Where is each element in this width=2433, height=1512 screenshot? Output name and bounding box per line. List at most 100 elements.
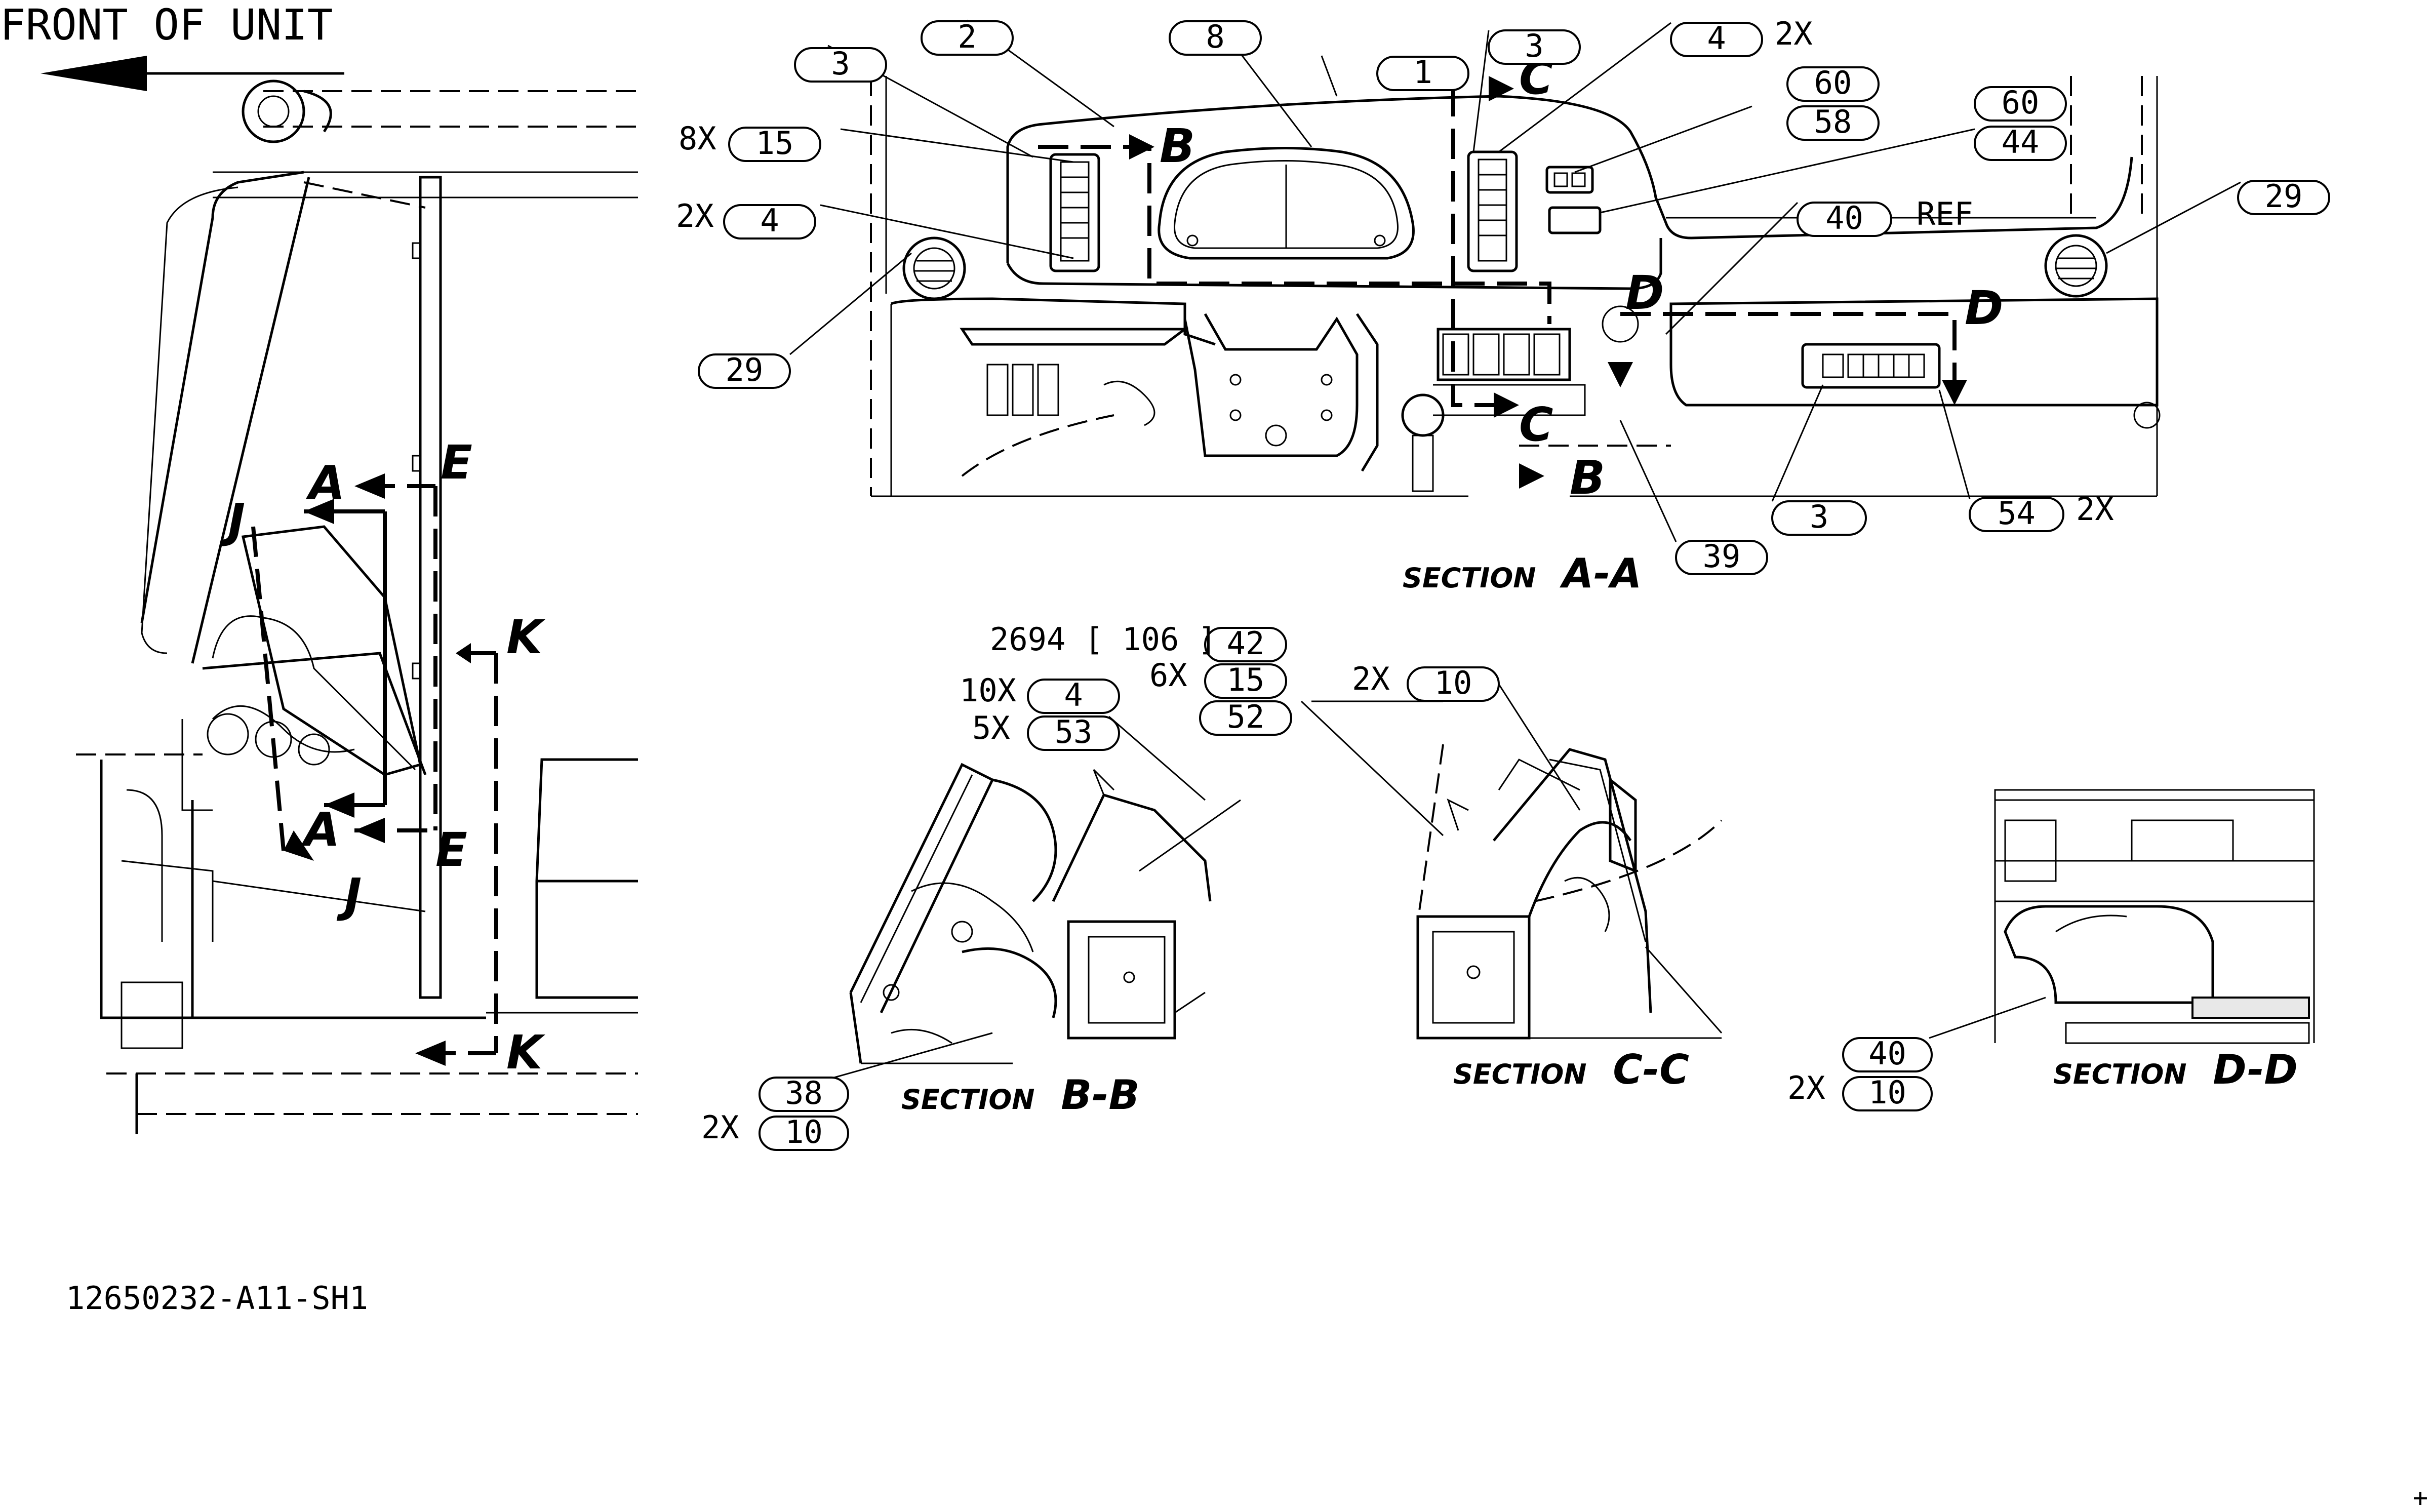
section-letter-k-bottom: K	[506, 1025, 545, 1080]
section-letter-c-aa-bottom: C	[1519, 397, 1553, 452]
balloon-number: 4	[1064, 677, 1083, 713]
balloon-40: 40	[1842, 1035, 1933, 1072]
front-direction-arrow	[41, 56, 344, 91]
balloon-52: 52	[1199, 698, 1292, 736]
balloon-number: 3	[1525, 27, 1543, 64]
section-d-d-word: SECTION	[2053, 1058, 2186, 1090]
balloon-2: 2	[921, 18, 1014, 56]
balloon-quantity: 2X	[1352, 660, 1390, 697]
section-letter-e-top: E	[441, 435, 472, 490]
balloon-number: 39	[1703, 538, 1741, 575]
balloon-outline	[1786, 105, 1880, 141]
balloon-29: 29	[698, 351, 791, 389]
corner-registration-mark: +	[2413, 1483, 2428, 1509]
section-letter-j-top: J	[220, 494, 245, 548]
section-a-a-word: SECTION	[1403, 562, 1536, 594]
balloon-outline	[1199, 700, 1292, 736]
balloon-quantity: 2X	[676, 197, 714, 234]
balloon-outline	[698, 353, 791, 389]
section-b-b-view	[849, 763, 1212, 1064]
balloon-10: 10 2X	[1352, 660, 1500, 702]
section-c-c-view	[1416, 744, 1723, 1040]
balloon-4: 42X	[676, 197, 816, 240]
balloon-suffix: REF	[1917, 195, 1973, 232]
balloon-quantity: 2X	[1775, 15, 1813, 52]
balloon-number: 58	[1814, 103, 1852, 140]
section-letter-a-top: A	[306, 456, 345, 510]
balloon-quantity: 2X	[1787, 1069, 1825, 1106]
balloon-number: 2	[958, 18, 976, 55]
balloon-outline	[1204, 627, 1287, 662]
drawing-number: 12650232-A11-SH1	[66, 1280, 368, 1317]
section-letter-k-top: K	[506, 610, 545, 664]
balloon-60: 60	[1974, 84, 2067, 122]
balloon-number: 10	[1434, 664, 1472, 701]
balloon-outline	[1488, 29, 1581, 65]
balloon-outline	[1842, 1037, 1933, 1072]
balloon-44: 44	[1974, 124, 2067, 161]
balloon-60: 60	[1786, 64, 1880, 102]
balloon-outline	[794, 47, 887, 83]
balloon-number: 42	[1227, 625, 1265, 662]
balloon-number: 60	[1814, 64, 1852, 101]
balloon-outline	[1169, 20, 1262, 56]
balloon-number: 10	[785, 1113, 823, 1150]
balloon-3: 3	[1488, 27, 1581, 65]
section-a-a-letters: A-A	[1559, 550, 1642, 597]
balloon-number: 60	[2002, 84, 2040, 121]
balloon-outline	[2237, 180, 2330, 215]
balloon-outline	[1376, 56, 1469, 91]
section-letter-b-aa-top: B	[1160, 119, 1195, 173]
balloon-outline	[1797, 202, 1892, 237]
leader-lines	[789, 19, 2241, 1080]
balloon-outline	[728, 127, 821, 162]
side-elevation-view	[76, 79, 638, 1134]
balloon-outline	[1027, 679, 1120, 714]
balloon-58: 58	[1786, 103, 1880, 141]
section-c-c-word: SECTION	[1453, 1058, 1586, 1090]
balloon-outline	[921, 20, 1014, 56]
balloon-outline	[1974, 126, 2067, 161]
balloon-3: 3	[794, 45, 887, 83]
balloon-29: 29	[2237, 178, 2330, 215]
balloon-outline	[1786, 66, 1880, 102]
balloon-outline	[1969, 497, 2064, 532]
section-a-a-title: SECTION A-A	[1403, 550, 1642, 597]
balloon-4: 4 2X	[1670, 15, 1813, 57]
section-d-d-view	[1994, 789, 2315, 1044]
balloon-outline	[759, 1116, 849, 1151]
balloon-outline	[1670, 22, 1763, 57]
balloon-number: 4	[1707, 20, 1726, 57]
balloon-number: 40	[1825, 200, 1863, 236]
section-b-b-word: SECTION	[901, 1084, 1034, 1116]
balloon-number: 3	[831, 45, 850, 82]
section-letter-e-bottom: E	[435, 823, 467, 877]
balloon-quantity: 2X	[2076, 491, 2114, 528]
section-b-b-title: SECTION B-B	[901, 1071, 1139, 1119]
balloon-quantity: 6X	[1149, 657, 1187, 694]
section-b-b-letters: B-B	[1061, 1071, 1139, 1119]
balloon-outline	[1204, 663, 1287, 699]
section-letter-a-bottom: A	[301, 803, 340, 857]
balloon-quantity: 5X	[972, 709, 1010, 746]
balloon-outline	[1675, 540, 1768, 575]
balloon-number: 10	[1868, 1074, 1906, 1111]
balloon-8: 8	[1169, 18, 1262, 56]
front-of-unit-label: FRONT OF UNIT	[0, 0, 333, 50]
balloon-39: 39	[1675, 538, 1768, 575]
section-a-a-view	[870, 76, 2161, 497]
balloon-outline	[723, 204, 816, 240]
balloon-number: 40	[1868, 1035, 1906, 1072]
balloon-40: 40 REF	[1797, 195, 1973, 237]
balloon-quantity: 8X	[679, 120, 716, 157]
